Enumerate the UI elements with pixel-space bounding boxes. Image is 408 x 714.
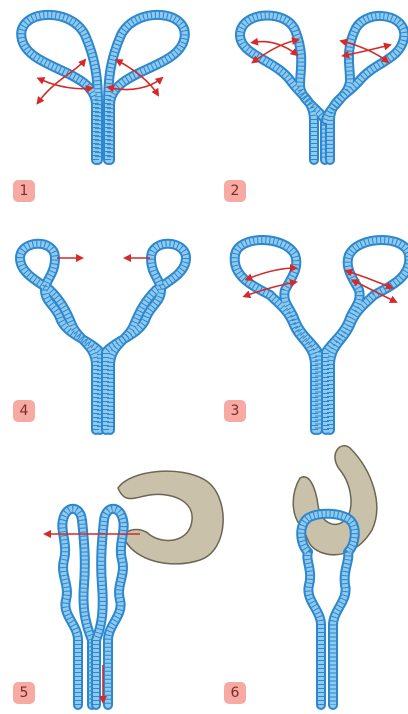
rope-step-5 [62, 509, 123, 705]
hook-step-5 [118, 471, 223, 564]
rope-step-2 [240, 15, 404, 160]
arrows-step-2 [256, 40, 390, 62]
step-6-number: 6 [231, 685, 240, 701]
step-6-badge: 6 [224, 682, 246, 704]
panel-step-4 [20, 244, 186, 430]
step-2-badge: 2 [224, 180, 246, 202]
step-5-badge: 5 [13, 682, 35, 704]
step-4-badge: 4 [13, 400, 35, 422]
step-1-number: 1 [20, 183, 29, 199]
step-2-number: 2 [231, 183, 240, 199]
step-3-number: 3 [231, 403, 240, 419]
rope-step-3 [235, 240, 408, 430]
step-3-badge: 3 [224, 400, 246, 422]
rope-step-1 [21, 15, 185, 160]
panel-step-1 [21, 15, 185, 160]
panel-step-2 [240, 15, 404, 160]
step-4-number: 4 [20, 403, 29, 419]
panel-step-3 [235, 240, 408, 430]
step-5-number: 5 [20, 685, 29, 701]
panel-step-5 [45, 471, 223, 705]
rope-step-4 [20, 244, 186, 430]
panel-step-6 [293, 446, 377, 705]
step-1-badge: 1 [13, 180, 35, 202]
